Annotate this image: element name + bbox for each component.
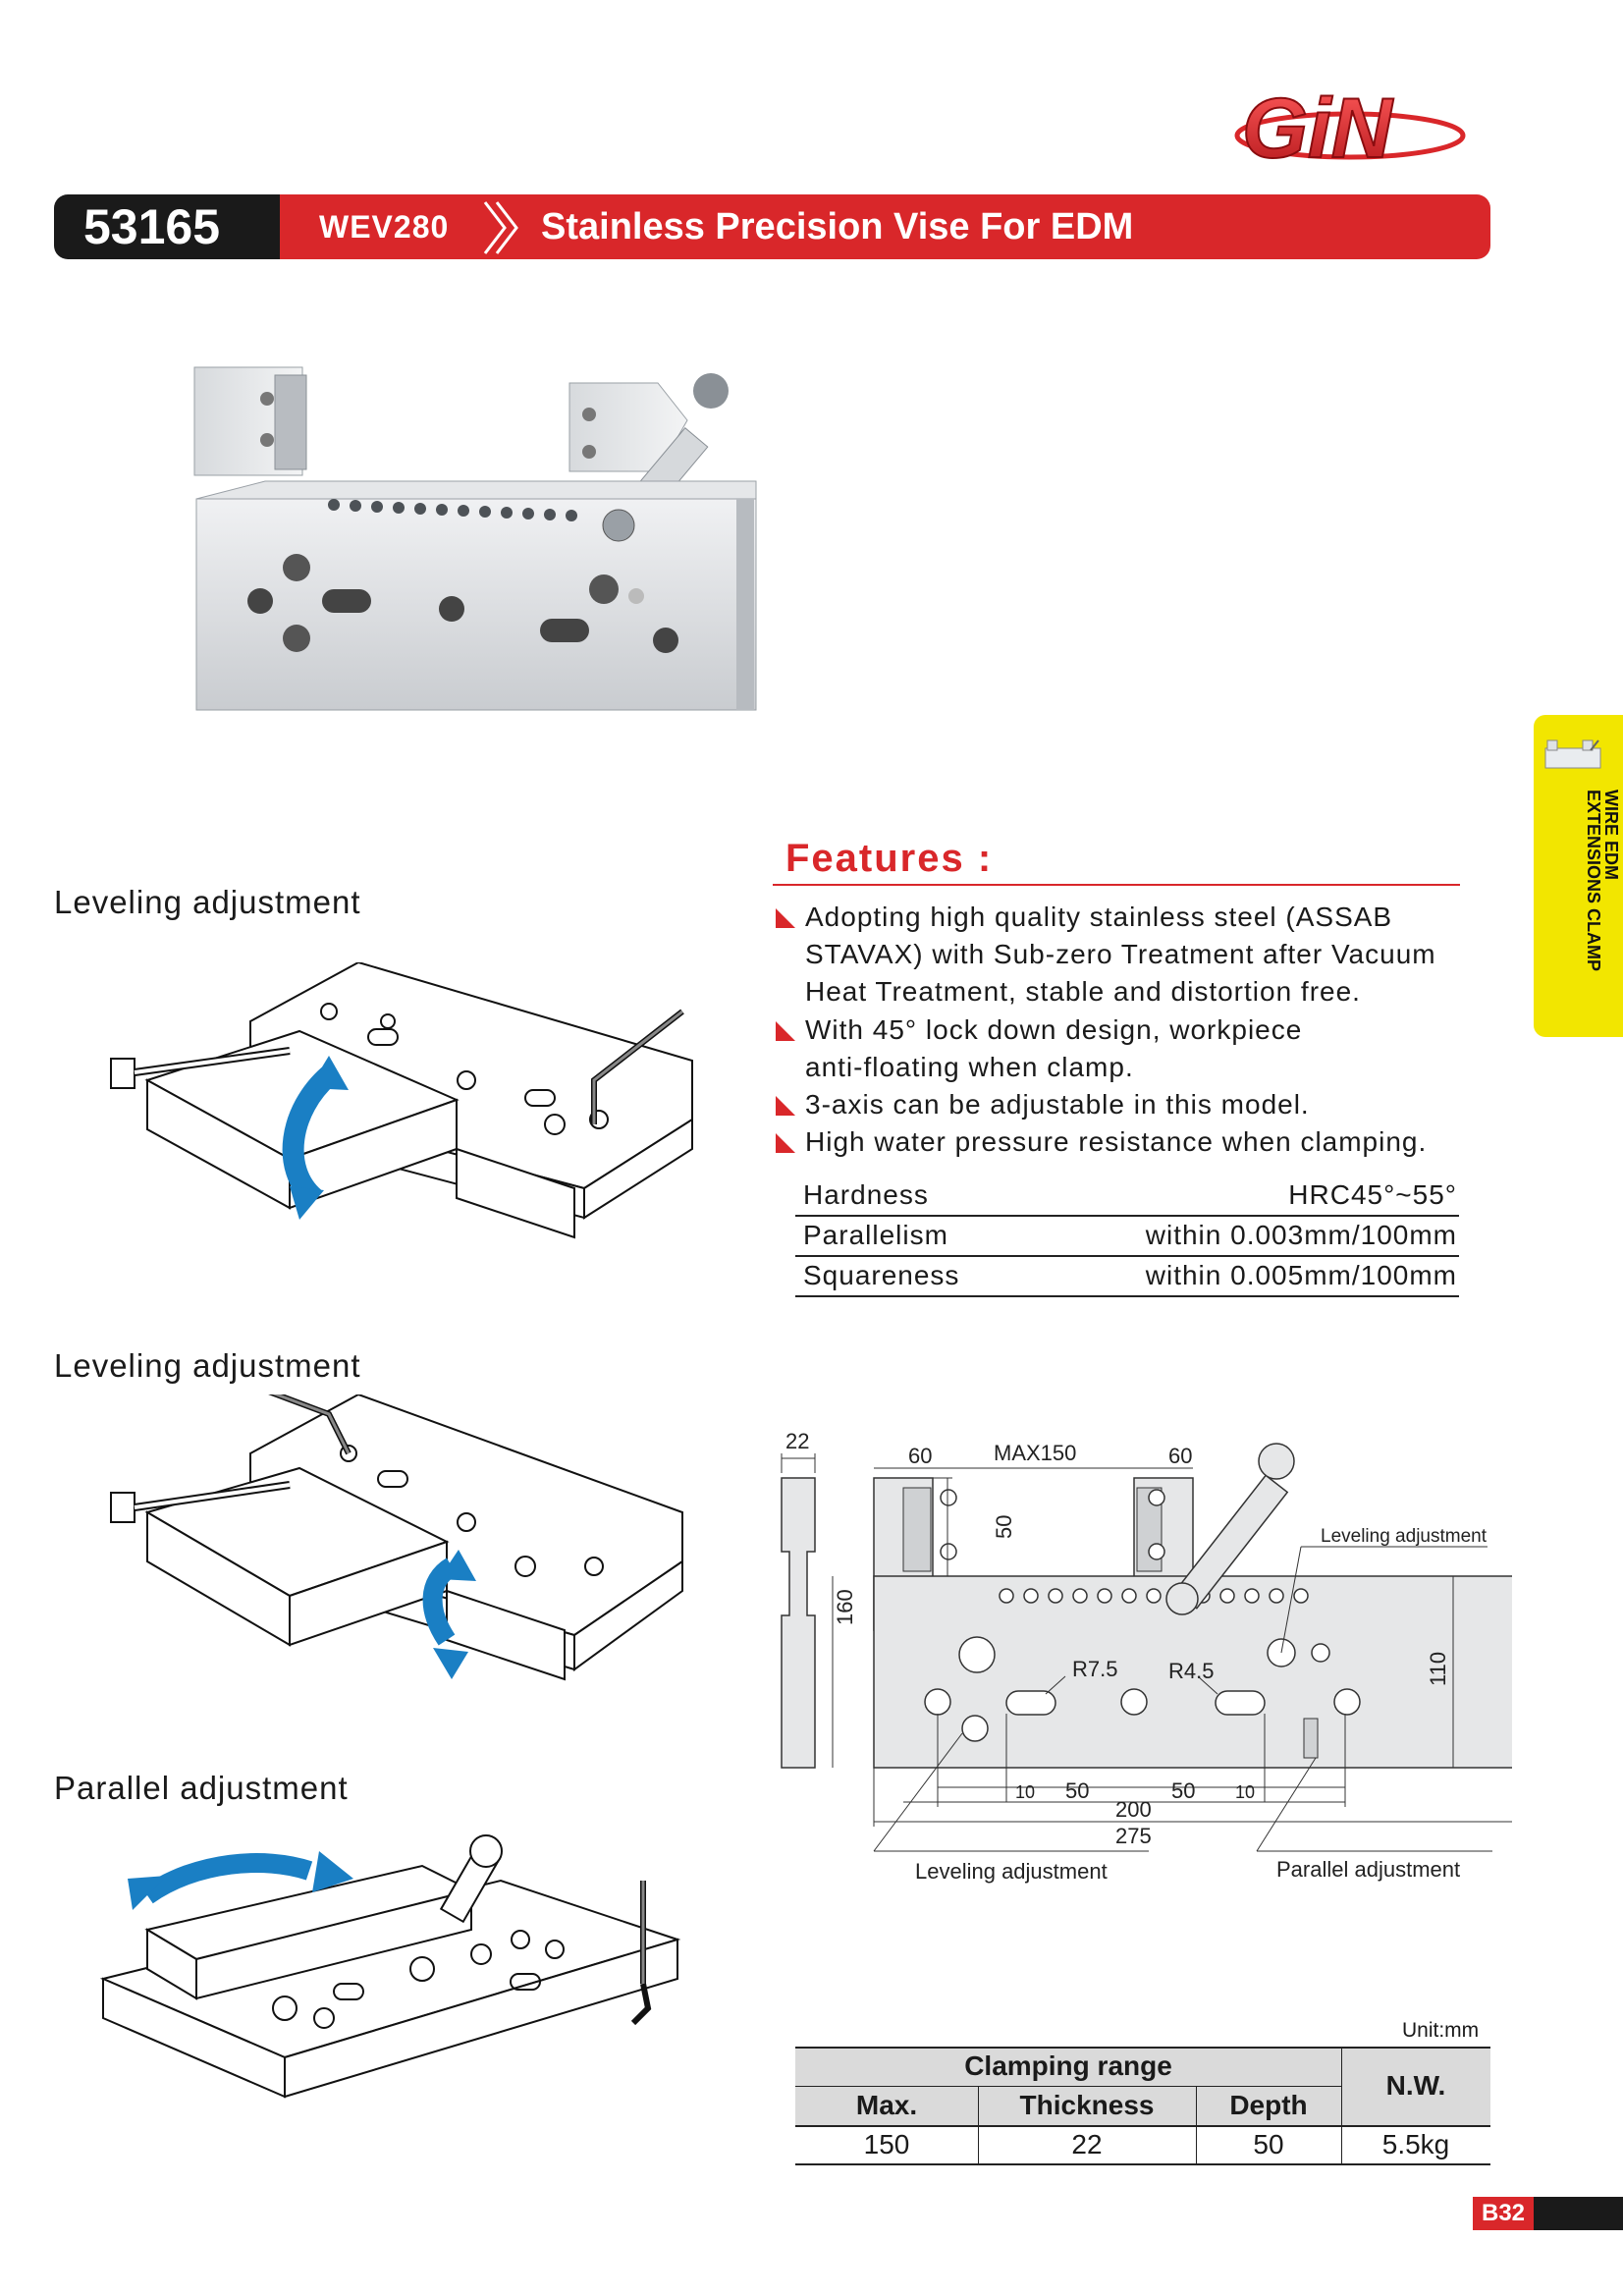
caption-leveling-1: Leveling adjustment	[54, 884, 361, 920]
label-parallel: Parallel adjustment	[1276, 1857, 1460, 1882]
label-leveling-bottom: Leveling adjustment	[915, 1859, 1108, 1884]
spec-row-hardness: Hardness HRC45°~55°	[795, 1176, 1459, 1217]
dim-10-right: 10	[1235, 1782, 1255, 1802]
label-leveling-top: Leveling adjustment	[1321, 1526, 1488, 1547]
feature-text-1: Adopting high quality stainless steel (A…	[805, 902, 1436, 1007]
feature-text-2: With 45° lock down design, workpiece ant…	[805, 1014, 1303, 1082]
bullet-triangle-icon	[776, 1021, 795, 1041]
spec-value: within 0.003mm/100mm	[1145, 1220, 1457, 1250]
header-clamping-range: Clamping range	[964, 2050, 1172, 2081]
spec-label: Parallelism	[803, 1220, 948, 1250]
product-title: Stainless Precision Vise For EDM	[541, 206, 1134, 247]
dim-50-vertical: 50	[992, 1515, 1016, 1539]
logo-text: GiN	[1242, 82, 1394, 175]
table-rule-top	[795, 2047, 1490, 2049]
caption-parallel: Parallel adjustment	[54, 1770, 349, 1806]
title-bar	[280, 194, 1490, 259]
bullet-triangle-icon	[776, 908, 795, 928]
spec-row-squareness: Squareness within 0.005mm/100mm	[795, 1257, 1459, 1297]
dim-10-left: 10	[1015, 1782, 1035, 1802]
chevron-separator-icon	[483, 201, 518, 254]
spec-row-parallelism: Parallelism within 0.003mm/100mm	[795, 1217, 1459, 1257]
dim-r4-5: R4.5	[1168, 1659, 1214, 1683]
unit-label: Unit:mm	[1402, 2019, 1480, 2042]
header-nw: N.W.	[1385, 2070, 1446, 2101]
cell-nw: 5.5kg	[1381, 2129, 1450, 2159]
technical-drawing: 22 60 MAX150 60 50 160 110 R7.5 R4.5 10 …	[781, 1429, 1512, 1884]
features-heading: Features :	[785, 837, 994, 880]
header-max: Max.	[855, 2090, 918, 2120]
dim-200: 200	[1115, 1797, 1152, 1822]
dim-60-right: 60	[1168, 1444, 1192, 1468]
table-rule-mid	[795, 2086, 1341, 2087]
clamping-table: Clamping range Max. Thickness Depth N.W.…	[795, 2047, 1490, 2165]
dim-50-left: 50	[1065, 1778, 1089, 1803]
spec-value: within 0.005mm/100mm	[1145, 1260, 1457, 1290]
caption-leveling-2: Leveling adjustment	[54, 1347, 361, 1384]
model-number: WEV280	[319, 209, 450, 245]
spec-value: HRC45°~55°	[1288, 1179, 1457, 1210]
table-rule-header	[795, 2125, 1490, 2127]
dim-50-right: 50	[1171, 1778, 1195, 1803]
dim-275: 275	[1115, 1824, 1152, 1848]
product-photo	[193, 366, 757, 711]
gin-logo: GiN	[1232, 77, 1488, 177]
leveling-illustration-2	[110, 1394, 683, 1681]
dim-160: 160	[833, 1589, 857, 1625]
feature-text-4: High water pressure resistance when clam…	[805, 1126, 1428, 1157]
title-banner: 53165 WEV280 Stainless Precision Vise Fo…	[54, 194, 1490, 259]
cell-max: 150	[863, 2129, 910, 2159]
tab-label-line1: WIRE EDM	[1601, 790, 1621, 880]
dim-60-left: 60	[908, 1444, 932, 1468]
dim-max150: MAX150	[994, 1441, 1076, 1465]
spec-label: Squareness	[803, 1260, 960, 1290]
table-col-divider	[1341, 2047, 1342, 2164]
features-divider	[773, 884, 1460, 886]
bullet-triangle-icon	[776, 1096, 795, 1116]
dim-22: 22	[785, 1429, 809, 1453]
bullet-triangle-icon	[776, 1133, 795, 1153]
table-col-divider	[978, 2086, 979, 2164]
cell-depth: 50	[1253, 2129, 1284, 2159]
parallel-illustration	[99, 1834, 681, 2099]
leveling-illustration-1	[110, 962, 693, 1239]
page-number: B32	[1473, 2197, 1534, 2230]
header-depth: Depth	[1229, 2090, 1308, 2120]
table-rule-bottom	[795, 2163, 1490, 2165]
category-side-tab: WIRE EDM EXTENSIONS CLAMP	[1534, 715, 1623, 1037]
header-thickness: Thickness	[1019, 2090, 1155, 2120]
spec-label: Hardness	[803, 1179, 929, 1210]
cell-thickness: 22	[1071, 2129, 1103, 2159]
tab-label-line2: EXTENSIONS CLAMP	[1584, 790, 1603, 972]
vise-thumbnail-icon	[1544, 739, 1601, 769]
dim-r7-5: R7.5	[1072, 1657, 1117, 1681]
feature-text-3: 3-axis can be adjustable in this model.	[805, 1089, 1310, 1120]
table-col-divider	[1196, 2086, 1197, 2164]
dim-110: 110	[1426, 1652, 1450, 1686]
product-code: 53165	[54, 194, 280, 259]
